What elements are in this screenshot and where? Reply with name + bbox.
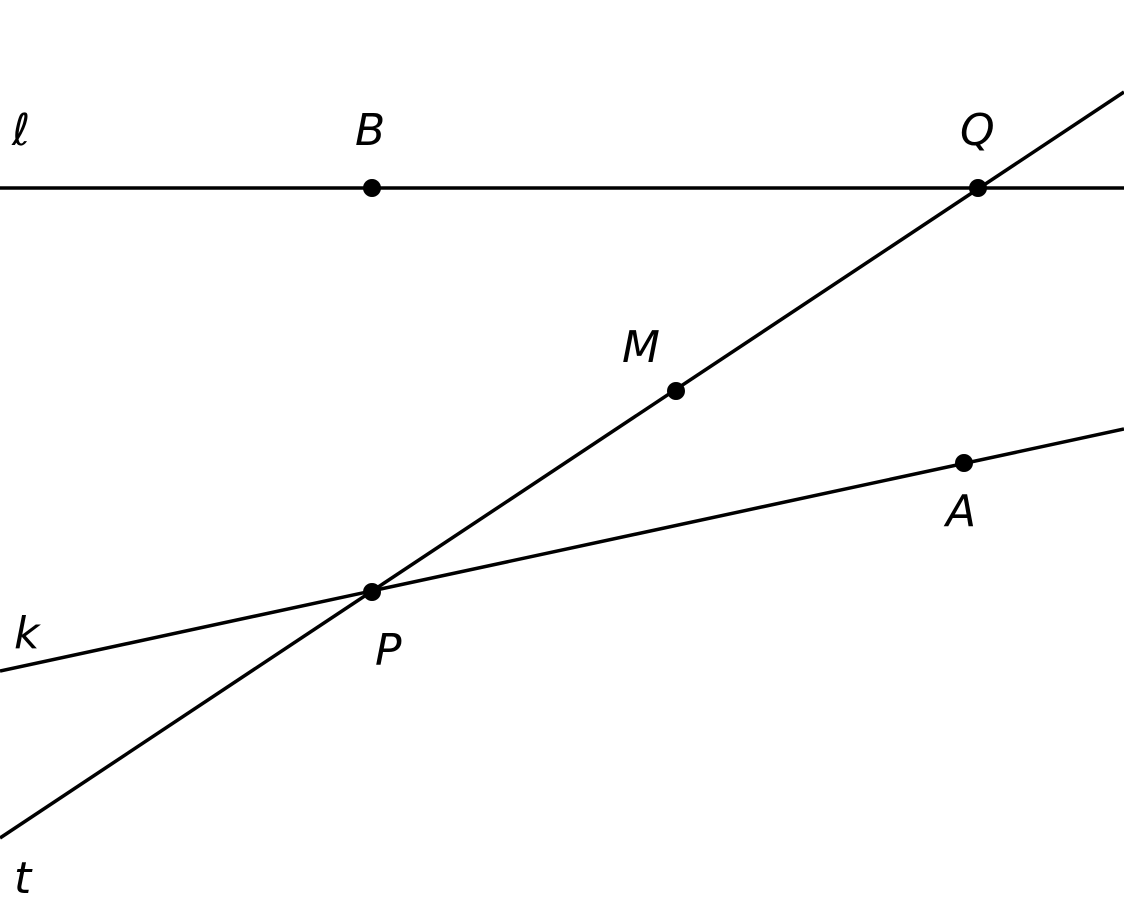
point-m-label: M bbox=[622, 322, 660, 373]
line-t-label: t bbox=[14, 853, 33, 904]
point-p bbox=[363, 583, 381, 601]
line-k-label: k bbox=[14, 608, 41, 659]
line-l-label: ℓ bbox=[11, 105, 30, 156]
point-m bbox=[667, 382, 685, 400]
point-q-label: Q bbox=[960, 105, 995, 156]
point-a-label: A bbox=[943, 486, 976, 537]
line-t bbox=[0, 90, 1124, 840]
point-a bbox=[955, 454, 973, 472]
point-b bbox=[363, 179, 381, 197]
line-k bbox=[0, 427, 1124, 673]
point-b-label: B bbox=[355, 105, 385, 156]
point-p-label: P bbox=[375, 625, 402, 676]
point-q bbox=[969, 179, 987, 197]
